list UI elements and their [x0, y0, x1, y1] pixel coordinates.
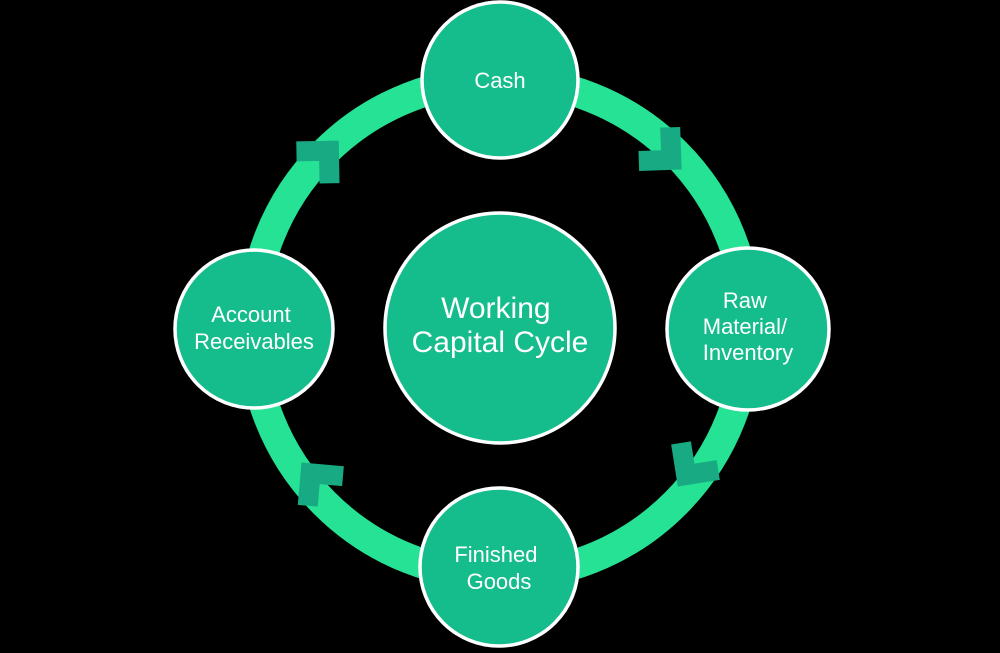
center-circle: [383, 211, 617, 445]
account-receivables-label: Account Receivables: [194, 302, 314, 354]
finished-goods-circle: [418, 486, 580, 648]
arrow-up-left-icon: [297, 462, 344, 507]
node-raw-material-inventory: Raw Material/ Inventory: [665, 246, 831, 412]
center-label: Working Capital Cycle: [412, 292, 589, 359]
arrow-down-right-icon: [638, 126, 682, 171]
node-working-capital-cycle: Working Capital Cycle: [383, 211, 617, 445]
cash-circle: [420, 0, 580, 160]
finished-goods-label: Finished Goods: [454, 542, 543, 594]
node-cash: Cash: [420, 0, 580, 160]
node-account-receivables: Account Receivables: [173, 248, 335, 410]
arrow-down-left-icon: [671, 441, 720, 487]
node-finished-goods: Finished Goods: [418, 486, 580, 648]
raw-material-circle: [665, 246, 831, 412]
cash-label: Cash: [474, 68, 525, 93]
account-receivables-circle: [173, 248, 335, 410]
arrow-up-right-icon: [296, 140, 340, 184]
raw-material-label: Raw Material/ Inventory: [703, 288, 794, 365]
